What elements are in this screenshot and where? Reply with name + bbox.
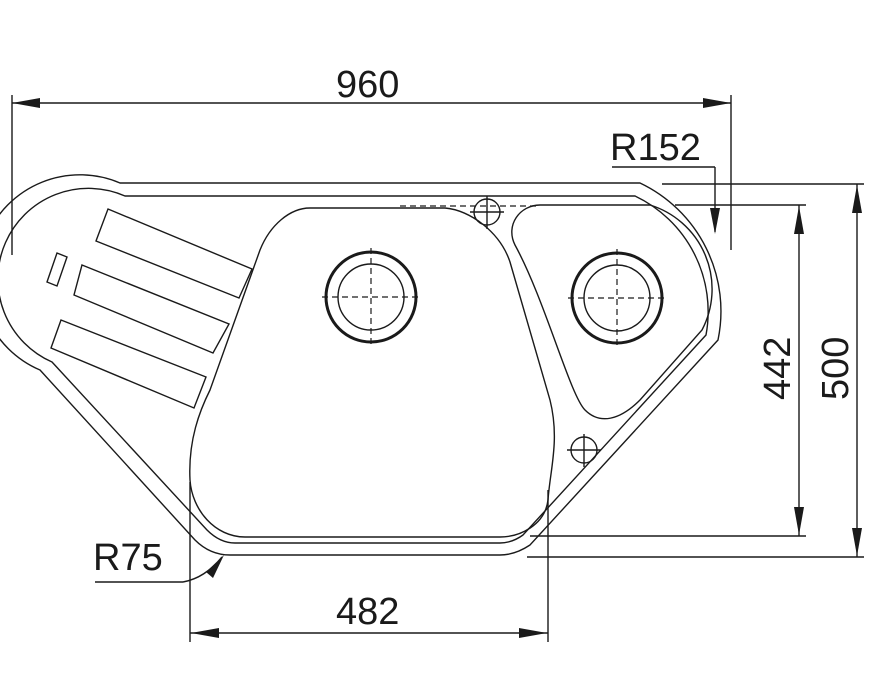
sink-outline	[0, 174, 722, 556]
overflow-slot	[46, 252, 68, 287]
tap-hole-top	[400, 196, 540, 229]
drain-groove	[73, 264, 230, 354]
bowl-width-label: 482	[336, 591, 399, 633]
outer-rim	[0, 174, 722, 556]
bowl-depth-label: 442	[757, 337, 799, 400]
dimension-bowl-width: 482	[189, 482, 549, 642]
inner-rim	[0, 187, 709, 544]
main-bowl	[189, 207, 556, 538]
drain-groove	[50, 319, 207, 409]
tap-hole-bottom	[567, 434, 601, 467]
radius-large-label: R152	[610, 127, 701, 169]
main-drain	[322, 248, 420, 346]
radius-small-label: R75	[93, 537, 163, 579]
dimension-radius-small: R75	[93, 537, 224, 583]
dimension-radius-large: R152	[610, 127, 720, 234]
secondary-bowl	[511, 204, 713, 420]
overall-depth-label: 500	[815, 337, 857, 400]
secondary-drain	[568, 249, 666, 347]
drain-groove	[95, 208, 253, 299]
dimension-overall-depth: 500	[527, 183, 864, 558]
dimension-overall-width: 960	[11, 64, 732, 255]
overall-width-label: 960	[336, 64, 399, 106]
dimension-bowl-depth: 442	[530, 204, 806, 537]
drainboard	[46, 208, 253, 409]
